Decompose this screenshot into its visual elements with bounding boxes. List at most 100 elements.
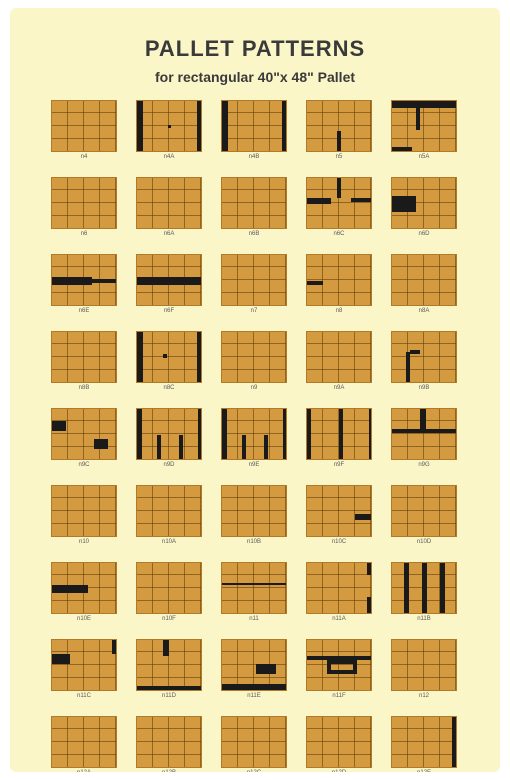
pattern-label: n4A: [136, 154, 202, 160]
void-block: [52, 421, 66, 431]
void-block: [222, 409, 227, 460]
pattern-label: n9E: [221, 462, 287, 468]
pattern-label: n12C: [221, 770, 287, 772]
void-block: [283, 409, 287, 460]
pattern-label: n8: [306, 308, 372, 314]
pattern-diagram: [136, 100, 202, 152]
pattern-diagram: [306, 716, 372, 768]
pattern-label: n12B: [136, 770, 202, 772]
void-block: [367, 563, 372, 575]
pattern-label: n11E: [221, 693, 287, 699]
pattern-diagram: [221, 716, 287, 768]
void-block: [157, 435, 161, 460]
pattern-label: n11A: [306, 616, 372, 622]
void-block: [222, 101, 228, 152]
pattern-label: n8A: [391, 308, 457, 314]
void-block: [452, 717, 457, 768]
pattern-diagram: [136, 562, 202, 614]
pattern-label: n10: [51, 539, 117, 545]
pattern-label: n9B: [391, 385, 457, 391]
pattern-diagram: [221, 100, 287, 152]
pattern-diagram: [51, 562, 117, 614]
pattern-diagram: [306, 100, 372, 152]
void-block: [256, 664, 276, 674]
pattern-diagram: [391, 716, 457, 768]
pattern-label: n10C: [306, 539, 372, 545]
pattern-diagram: [51, 177, 117, 229]
void-block: [222, 583, 287, 585]
pattern-label: n6D: [391, 231, 457, 237]
pattern-diagram: [221, 562, 287, 614]
void-block: [339, 409, 343, 460]
void-block: [392, 429, 457, 433]
void-block: [440, 563, 445, 614]
pattern-diagram: [221, 177, 287, 229]
page-subtitle: for rectangular 40"x 48" Pallet: [10, 69, 500, 85]
void-block: [355, 514, 372, 520]
pattern-diagram: [391, 639, 457, 691]
void-block: [198, 409, 202, 460]
void-block: [222, 684, 287, 690]
pattern-diagram: [306, 177, 372, 229]
pattern-label: n9: [221, 385, 287, 391]
pattern-diagram: [221, 254, 287, 306]
pattern-diagram: [306, 254, 372, 306]
pattern-diagram: [391, 408, 457, 460]
void-block: [264, 435, 268, 460]
pattern-label: n11: [221, 616, 287, 622]
pattern-diagram: [51, 716, 117, 768]
pattern-diagram: [391, 177, 457, 229]
void-block: [367, 597, 372, 614]
pattern-label: n6E: [51, 308, 117, 314]
pattern-diagram: [306, 331, 372, 383]
void-block: [52, 654, 70, 664]
void-block: [337, 131, 341, 152]
pattern-diagram: [51, 331, 117, 383]
pattern-diagram: [221, 485, 287, 537]
pattern-label: n10D: [391, 539, 457, 545]
poster: PALLET PATTERNS for rectangular 40"x 48"…: [10, 8, 500, 772]
void-block: [307, 281, 323, 285]
void-block: [137, 686, 202, 691]
pattern-diagram: [136, 177, 202, 229]
pattern-label: n8B: [51, 385, 117, 391]
pattern-diagram: [51, 100, 117, 152]
pattern-diagram: [136, 408, 202, 460]
pattern-label: n12: [391, 693, 457, 699]
void-block: [420, 409, 426, 429]
pattern-label: n12D: [306, 770, 372, 772]
pattern-label: n6C: [306, 231, 372, 237]
void-block: [404, 563, 409, 614]
void-block: [179, 435, 183, 460]
void-block: [416, 108, 420, 130]
pattern-label: n5: [306, 154, 372, 160]
pattern-diagram: [391, 254, 457, 306]
void-block: [282, 101, 287, 152]
pattern-diagram: [391, 100, 457, 152]
void-block: [163, 354, 167, 358]
void-block: [307, 409, 311, 460]
pattern-label: n10B: [221, 539, 287, 545]
pattern-label: n9C: [51, 462, 117, 468]
void-block: [351, 198, 372, 202]
pattern-label: n11F: [306, 693, 372, 699]
void-block: [422, 563, 427, 614]
pattern-label: n12E: [391, 770, 457, 772]
pattern-label: n10F: [136, 616, 202, 622]
pattern-label: n11C: [51, 693, 117, 699]
void-block: [392, 147, 412, 152]
pattern-label: n6: [51, 231, 117, 237]
void-block: [112, 640, 117, 654]
pattern-label: n7: [221, 308, 287, 314]
pattern-label: n10A: [136, 539, 202, 545]
void-block: [410, 350, 420, 354]
void-block: [197, 332, 202, 383]
pattern-label: n6F: [136, 308, 202, 314]
pattern-diagram: [136, 639, 202, 691]
void-block: [242, 435, 246, 460]
pattern-diagram: [136, 254, 202, 306]
void-block: [163, 640, 169, 656]
pattern-label: n4: [51, 154, 117, 160]
pattern-diagram: [221, 639, 287, 691]
pattern-diagram: [51, 639, 117, 691]
